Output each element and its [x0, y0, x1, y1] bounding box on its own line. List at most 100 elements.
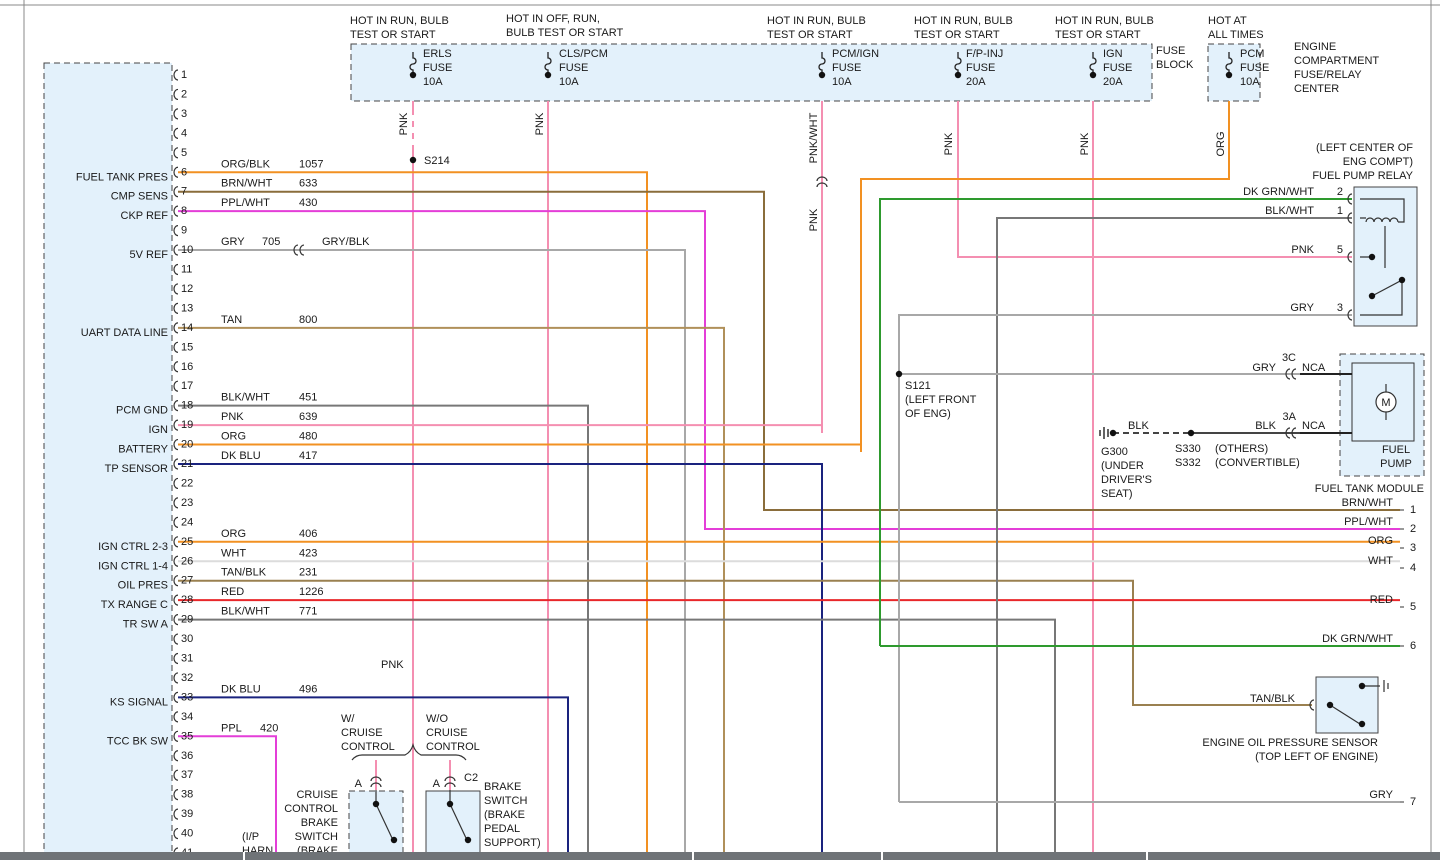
pin-connector: [173, 127, 179, 139]
fuse-block-label: BLOCK: [1156, 59, 1194, 71]
pin-label: IGN: [148, 424, 168, 436]
brake-switch-box: [425, 790, 481, 860]
pin-connector: [173, 555, 179, 567]
relay-pin-number: 5: [1337, 244, 1343, 256]
wire-color-label: RED: [221, 586, 244, 598]
fuse-label: IGN: [1103, 48, 1123, 60]
relay-pin-connector: [1347, 212, 1353, 224]
fuse-symbol: [1225, 52, 1233, 74]
connector-label: A: [433, 778, 441, 790]
s121-label: S121: [905, 380, 931, 392]
splice-note: (CONVERTIBLE): [1215, 457, 1300, 469]
pin-connector: [173, 691, 179, 703]
pin-connector: [173, 730, 179, 742]
oil-sensor-dot: [1326, 701, 1334, 709]
ftm-wire-label: GRY: [1369, 789, 1393, 801]
wire-color-label: TAN/BLK: [221, 567, 267, 579]
wire-color-label: GRY: [221, 236, 245, 248]
fuse-symbol: [544, 52, 552, 74]
inline-connector: [1285, 427, 1297, 439]
pin-number: 24: [181, 516, 193, 528]
fuse-label: FUSE: [1103, 62, 1132, 74]
pin-connector: [173, 750, 179, 762]
relay-title: (LEFT CENTER OF: [1316, 142, 1413, 154]
relay-wire-label: GRY: [1290, 302, 1314, 314]
fuse-label: 10A: [1240, 76, 1260, 88]
wire-color-label: PNK: [381, 659, 404, 671]
wire-color-label: TAN/BLK: [1250, 693, 1296, 705]
fuse-header: HOT IN RUN, BULB: [350, 15, 449, 27]
pin-number: 7: [181, 186, 187, 198]
fuse-symbol: [1089, 52, 1097, 74]
wire-color-label: PNK: [221, 411, 244, 423]
ftm-wire-label: RED: [1370, 594, 1393, 606]
scrollbar-track[interactable]: [0, 852, 1440, 860]
vertical-wire-label: PNK: [808, 208, 820, 231]
wire-color-label: DK BLU: [221, 450, 261, 462]
oil-sensor-label: (TOP LEFT OF ENGINE): [1255, 751, 1378, 763]
relay-coil: [1360, 198, 1405, 223]
pin-number: 26: [181, 555, 193, 567]
marks-layer: [173, 52, 1406, 859]
pin-number: 22: [181, 477, 193, 489]
fuse-label: CLS/PCM: [559, 48, 608, 60]
fuse-symbol: [409, 52, 417, 74]
ground-dot: [1109, 429, 1117, 437]
circuit-number: 1057: [299, 158, 323, 170]
circuit-number: 633: [299, 178, 317, 190]
ftm-wire-label: WHT: [1368, 555, 1393, 567]
fuel-pump-label: PUMP: [1380, 458, 1412, 470]
s121-label: OF ENG): [905, 408, 951, 420]
fuse-label: 10A: [832, 76, 852, 88]
fuse-label: FUSE: [966, 62, 995, 74]
pin-connector: [173, 672, 179, 684]
fuse-header: TEST OR START: [350, 29, 436, 41]
ftm-pin-number: 3: [1410, 542, 1416, 554]
fuse-terminal: [954, 71, 962, 79]
fuse-block-label: FUSE: [1156, 45, 1185, 57]
pin-number: 21: [181, 458, 193, 470]
circuit-number: 639: [299, 411, 317, 423]
circuit-number: 420: [260, 722, 278, 734]
fuse-header: HOT IN RUN, BULB: [1055, 15, 1154, 27]
fuse-label: 20A: [1103, 76, 1123, 88]
pin-connector: [173, 341, 179, 353]
motor-symbol: M: [1381, 397, 1390, 409]
fuse-header: TEST OR START: [767, 29, 853, 41]
pcm-module-box: [43, 62, 173, 860]
nca-label: NCA: [1302, 362, 1326, 374]
pin-connector: [173, 302, 179, 314]
circuit-number: 430: [299, 197, 317, 209]
oil-sensor-switch: [1329, 680, 1389, 725]
pin-number: 39: [181, 808, 193, 820]
pin-number: 18: [181, 400, 193, 412]
pin-label: TR SW A: [123, 619, 169, 631]
wire-pcm-gnd: [178, 404, 589, 860]
fuse-header: TEST OR START: [914, 29, 1000, 41]
vertical-wire-label: ORG: [1215, 131, 1227, 156]
ftm-pin-number: 5: [1410, 601, 1416, 613]
fuse-label: FUSE: [423, 62, 452, 74]
pin-number: 31: [181, 653, 193, 665]
vertical-wire-label: PNK: [1079, 132, 1091, 155]
fuse-terminal: [409, 71, 417, 79]
pin-connector: [173, 614, 179, 626]
pin-label: TCC BK SW: [107, 735, 169, 747]
wire-oil-pres: [178, 579, 1312, 706]
engine-center-label: COMPARTMENT: [1294, 55, 1379, 67]
wires-layer: [178, 101, 1400, 860]
pin-number: 40: [181, 828, 193, 840]
vertical-wire-label: PNK/WHT: [808, 112, 820, 163]
cruise-brake-switch-label: CONTROL: [284, 803, 338, 815]
ftm-pin-number: 4: [1410, 562, 1416, 574]
pin-connector: [173, 458, 179, 470]
pin-number: 27: [181, 575, 193, 587]
wire-color-label: BRN/WHT: [221, 178, 273, 190]
fuse-label: PCM: [1240, 48, 1264, 60]
wire-uart: [178, 326, 725, 860]
inline-connector: [444, 776, 456, 788]
pin-connector: [173, 69, 179, 81]
engine-center-label: CENTER: [1294, 83, 1339, 95]
pin-connector: [173, 244, 179, 256]
